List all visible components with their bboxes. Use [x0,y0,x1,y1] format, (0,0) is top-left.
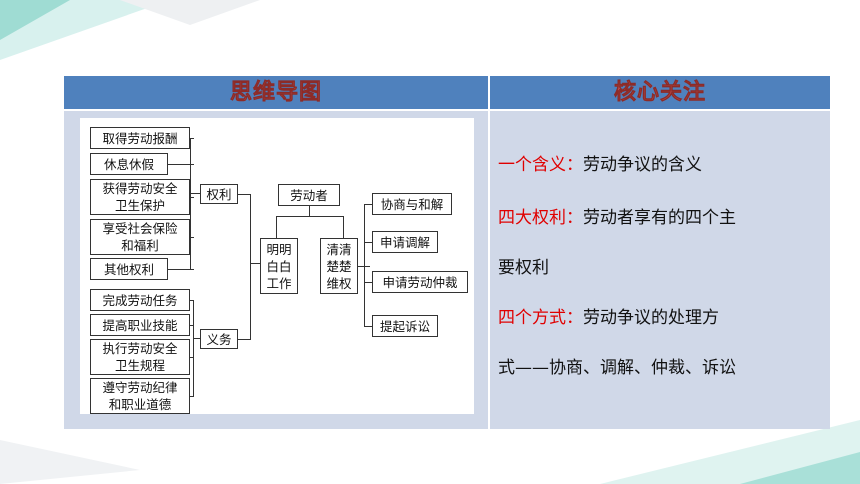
protect-label: 清清 楚楚 维权 [320,238,358,294]
header-mindmap-title: 思维导图 [64,76,488,109]
focus-line-4: 四个方式：劳动争议的处理方 [498,308,719,328]
mindmap-diagram: 取得劳动报酬 休息休假 获得劳动安全 卫生保护 享受社会保险 和福利 其他权利 … [80,118,474,414]
duties-item-skill: 提高职业技能 [90,314,190,336]
rights-item-insurance: 享受社会保险 和福利 [90,219,190,255]
focus-line-3: 要权利 [498,258,549,278]
methods-bracket-line [364,204,365,326]
method-negotiate: 协商与和解 [372,193,452,215]
deco-triangle-bottom [600,420,860,484]
deco-triangle-bottom-dark [740,452,860,484]
method-mediation: 申请调解 [372,231,438,253]
worker-label: 劳动者 [278,184,340,206]
rights-item-safety: 获得劳动安全 卫生保护 [90,179,190,215]
understand-label: 明明 白白 工作 [260,238,298,294]
focus-line-2: 四大权利：劳动者享有的四个主 [498,208,736,228]
rights-label: 权利 [200,184,238,204]
duties-item-regulation: 执行劳动安全 卫生规程 [90,339,190,375]
focus-line-5: 式——协商、调解、仲裁、诉讼 [498,358,736,378]
focus-cell: 一个含义：劳动争议的含义 四大权利：劳动者享有的四个主 要权利 四个方式：劳动争… [490,111,830,429]
mindmap-table: 思维导图 核心关注 取得劳动报酬 休息休假 获得劳动安全 卫生保护 享受社会保险… [64,76,830,429]
duties-item-discipline: 遵守劳动纪律 和职业道德 [90,378,190,414]
deco-triangle-teal-dark [0,0,70,40]
rights-item-other: 其他权利 [90,258,168,280]
method-lawsuit: 提起诉讼 [372,315,438,337]
mindmap-cell: 取得劳动报酬 休息休假 获得劳动安全 卫生保护 享受社会保险 和福利 其他权利 … [64,111,488,429]
duties-label: 义务 [200,329,238,349]
rights-item-pay: 取得劳动报酬 [90,127,190,149]
focus-line-2-highlight: 四大权利： [498,208,583,228]
focus-line-1-highlight: 一个含义： [498,155,583,175]
deco-triangle-grey [120,0,260,25]
header-focus-title: 核心关注 [490,76,830,109]
rights-bracket-line [190,138,191,269]
focus-line-4-highlight: 四个方式： [498,308,583,328]
deco-triangle-bottom-grey [0,440,140,484]
method-arbitration: 申请劳动仲裁 [372,271,468,293]
focus-line-1: 一个含义：劳动争议的含义 [498,155,702,175]
rights-item-rest: 休息休假 [90,153,168,175]
duties-item-task: 完成劳动任务 [90,289,190,311]
duties-bracket-line [193,300,194,396]
